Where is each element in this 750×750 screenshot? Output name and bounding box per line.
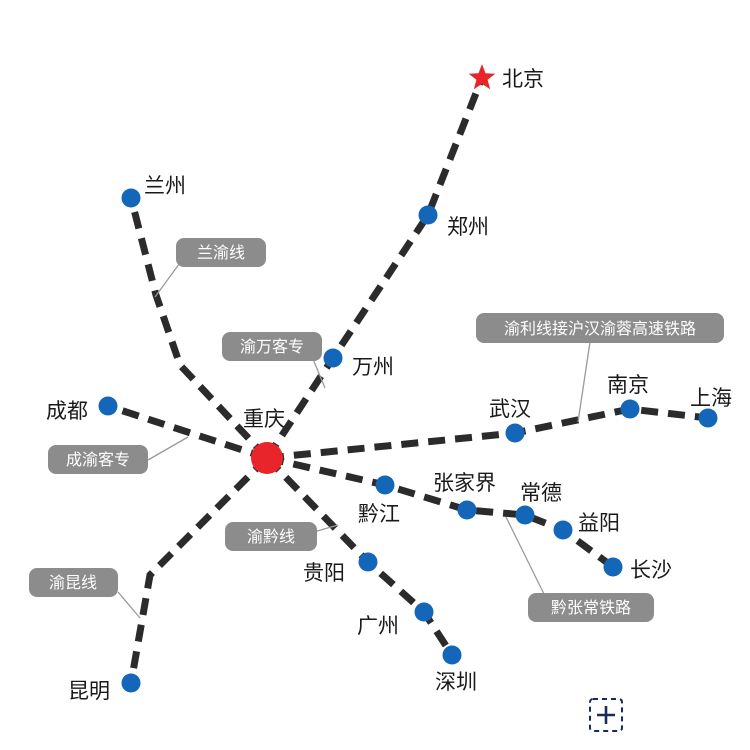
- zoom-in-icon[interactable]: [589, 698, 623, 732]
- label-beijing: 北京: [502, 67, 544, 91]
- svg-text:成渝客专: 成渝客专: [66, 450, 130, 469]
- svg-text:黔张常铁路: 黔张常铁路: [551, 598, 631, 617]
- label-qianjiang: 黔江: [358, 502, 400, 526]
- svg-text:渝黔线: 渝黔线: [247, 527, 295, 546]
- red-star-icon: [468, 64, 496, 90]
- svg-text:渝昆线: 渝昆线: [49, 573, 97, 592]
- station-qianjiang[interactable]: [375, 475, 395, 495]
- label-chongqing: 重庆: [243, 407, 285, 431]
- route-labels: 兰渝线 渝万客专 渝利线接沪汉渝蓉高速铁路 成渝客专 渝黔线 渝昆线 黔张常铁路: [29, 238, 724, 622]
- station-kunming[interactable]: [121, 673, 141, 693]
- label-wanzhou: 万州: [352, 355, 394, 379]
- city-labels: 北京 兰州 郑州 万州 重庆 成都 武汉 南京 上海 黔江 张家界 常德 益阳 …: [46, 67, 732, 703]
- route-label-yukun: 渝昆线: [29, 568, 118, 597]
- label-chengdu: 成都: [46, 399, 88, 423]
- route-label-yuqian: 渝黔线: [225, 522, 317, 551]
- station-chongqing-hub[interactable]: [251, 442, 283, 474]
- label-zhengzhou: 郑州: [447, 215, 489, 239]
- leader-qianzhangchang: [505, 516, 546, 597]
- leader-chengyu: [147, 436, 189, 461]
- rail-chengyu: [106, 402, 269, 462]
- station-lanzhou[interactable]: [121, 188, 141, 208]
- label-nanjing: 南京: [607, 373, 649, 397]
- label-zhangjiajie: 张家界: [433, 471, 496, 495]
- label-kunming: 昆明: [68, 679, 110, 703]
- rail-yukun: [127, 455, 270, 684]
- station-wanzhou[interactable]: [323, 348, 343, 368]
- route-label-chengyu: 成渝客专: [48, 445, 148, 474]
- rail-chongqing-beijing: [264, 76, 486, 460]
- label-shanghai: 上海: [690, 386, 732, 410]
- rail-yuqian: [264, 455, 455, 657]
- leader-lines: [117, 259, 591, 619]
- svg-text:兰渝线: 兰渝线: [197, 243, 245, 262]
- rail-lines: [106, 76, 709, 684]
- label-changsha: 长沙: [630, 558, 672, 582]
- station-shenzhen[interactable]: [442, 645, 462, 665]
- route-label-yuwan: 渝万客专: [222, 332, 322, 361]
- label-changde: 常德: [520, 481, 562, 505]
- label-shenzhen: 深圳: [435, 670, 477, 694]
- label-guangzhou: 广州: [357, 614, 399, 638]
- station-chengdu[interactable]: [98, 396, 118, 416]
- station-zhangjiajie[interactable]: [457, 500, 477, 520]
- station-yiyang[interactable]: [553, 520, 573, 540]
- station-wuhan[interactable]: [505, 423, 525, 443]
- svg-text:渝利线接沪汉渝蓉高速铁路: 渝利线接沪汉渝蓉高速铁路: [504, 319, 696, 338]
- leader-yuwan: [312, 358, 326, 389]
- station-zhengzhou[interactable]: [418, 205, 438, 225]
- route-label-yuli: 渝利线接沪汉渝蓉高速铁路: [476, 313, 724, 343]
- svg-text:渝万客专: 渝万客专: [240, 337, 304, 356]
- label-guiyang: 贵阳: [303, 561, 345, 585]
- stations: [98, 64, 718, 693]
- station-shanghai[interactable]: [698, 408, 718, 428]
- label-lanzhou: 兰州: [144, 174, 186, 198]
- leader-lanyu: [154, 259, 183, 298]
- route-label-lanyu: 兰渝线: [176, 238, 266, 267]
- station-guangzhou[interactable]: [414, 602, 434, 622]
- leader-yukun: [117, 591, 141, 619]
- station-changde[interactable]: [515, 505, 535, 525]
- rail-yuli: [266, 405, 709, 462]
- rail-lanyu: [127, 197, 270, 461]
- station-changsha[interactable]: [603, 557, 623, 577]
- station-nanjing[interactable]: [620, 399, 640, 419]
- leader-yuli: [577, 341, 591, 423]
- label-wuhan: 武汉: [489, 397, 531, 421]
- station-guiyang[interactable]: [358, 552, 378, 572]
- label-yiyang: 益阳: [578, 511, 620, 535]
- route-label-qianzhangchang: 黔张常铁路: [528, 593, 654, 622]
